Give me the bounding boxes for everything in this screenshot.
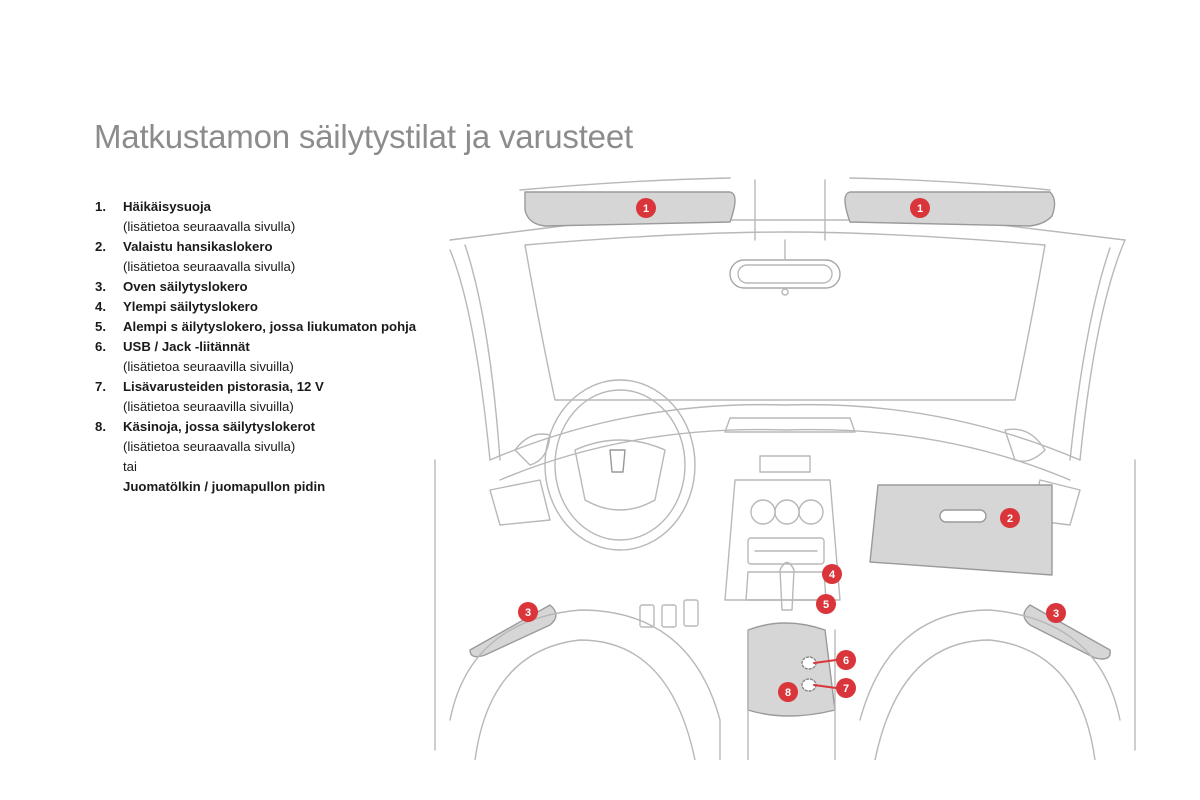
callout-3-left: 3 [518, 602, 538, 622]
page-title: Matkustamon säilytystilat ja varusteet [94, 118, 633, 156]
callout-5: 5 [816, 594, 836, 614]
legend-note: (lisätietoa seuraavalla sivulla) [123, 437, 425, 457]
legend-number: 2. [95, 237, 106, 257]
legend-label: USB / Jack -liitännät [123, 337, 425, 357]
legend-number: 5. [95, 317, 106, 337]
legend-or: tai [123, 457, 425, 477]
center-console [725, 480, 840, 610]
legend-note: (lisätietoa seuraavilla sivuilla) [123, 357, 425, 377]
callout-8: 8 [778, 682, 798, 702]
legend-number: 1. [95, 197, 106, 217]
legend-label: Ylempi säilytyslokero [123, 297, 425, 317]
legend-label: Oven säilytyslokero [123, 277, 425, 297]
legend-alt-label: Juomatölkin / juomapullon pidin [123, 477, 425, 497]
callout-number: 6 [843, 655, 849, 667]
steering-wheel [545, 380, 695, 550]
legend-item-2: 2. Valaistu hansikaslokero (lisätietoa s… [95, 237, 425, 277]
callout-number: 7 [843, 683, 849, 695]
legend-label: Käsinoja, jossa säilytyslokerot [123, 417, 425, 437]
callout-number: 3 [525, 607, 531, 619]
legend-item-1: 1. Häikäisysuoja (lisätietoa seuraavalla… [95, 197, 425, 237]
legend-item-6: 6. USB / Jack -liitännät (lisätietoa seu… [95, 337, 425, 377]
legend-label: Lisävarusteiden pistorasia, 12 V [123, 377, 425, 397]
legend-label: Häikäisysuoja [123, 197, 425, 217]
legend-label: Alempi s äilytyslokero, jossa liukumaton… [123, 317, 425, 337]
callout-number: 8 [785, 687, 791, 699]
callout-2: 2 [1000, 508, 1020, 528]
glovebox [870, 485, 1052, 575]
legend-number: 7. [95, 377, 106, 397]
callout-4: 4 [822, 564, 842, 584]
callout-number: 5 [823, 599, 829, 611]
callout-number: 3 [1053, 608, 1059, 620]
legend-item-5: 5. Alempi s äilytyslokero, jossa liukuma… [95, 317, 425, 337]
legend-item-8: 8. Käsinoja, jossa säilytyslokerot (lisä… [95, 417, 425, 497]
callout-3-right: 3 [1046, 603, 1066, 623]
callout-number: 1 [643, 203, 649, 215]
rear-view-mirror [730, 240, 840, 295]
legend-note: (lisätietoa seuraavalla sivulla) [123, 217, 425, 237]
legend-item-4: 4. Ylempi säilytyslokero [95, 297, 425, 317]
legend-item-7: 7. Lisävarusteiden pistorasia, 12 V (lis… [95, 377, 425, 417]
legend-list: 1. Häikäisysuoja (lisätietoa seuraavalla… [95, 197, 425, 497]
legend-label: Valaistu hansikaslokero [123, 237, 425, 257]
legend-number: 8. [95, 417, 106, 437]
pedals [640, 600, 698, 627]
legend-note: (lisätietoa seuraavilla sivuilla) [123, 397, 425, 417]
legend-note: (lisätietoa seuraavalla sivulla) [123, 257, 425, 277]
callout-number: 2 [1007, 513, 1013, 525]
callout-number: 1 [917, 203, 923, 215]
car-interior-diagram: 1 1 2 3 3 4 5 6 [430, 160, 1140, 760]
sun-visors [525, 192, 1055, 226]
legend-number: 3. [95, 277, 106, 297]
callout-number: 4 [829, 569, 836, 581]
legend-item-3: 3. Oven säilytyslokero [95, 277, 425, 297]
callout-1-left: 1 [636, 198, 656, 218]
callout-1-right: 1 [910, 198, 930, 218]
legend-number: 4. [95, 297, 106, 317]
legend-number: 6. [95, 337, 106, 357]
